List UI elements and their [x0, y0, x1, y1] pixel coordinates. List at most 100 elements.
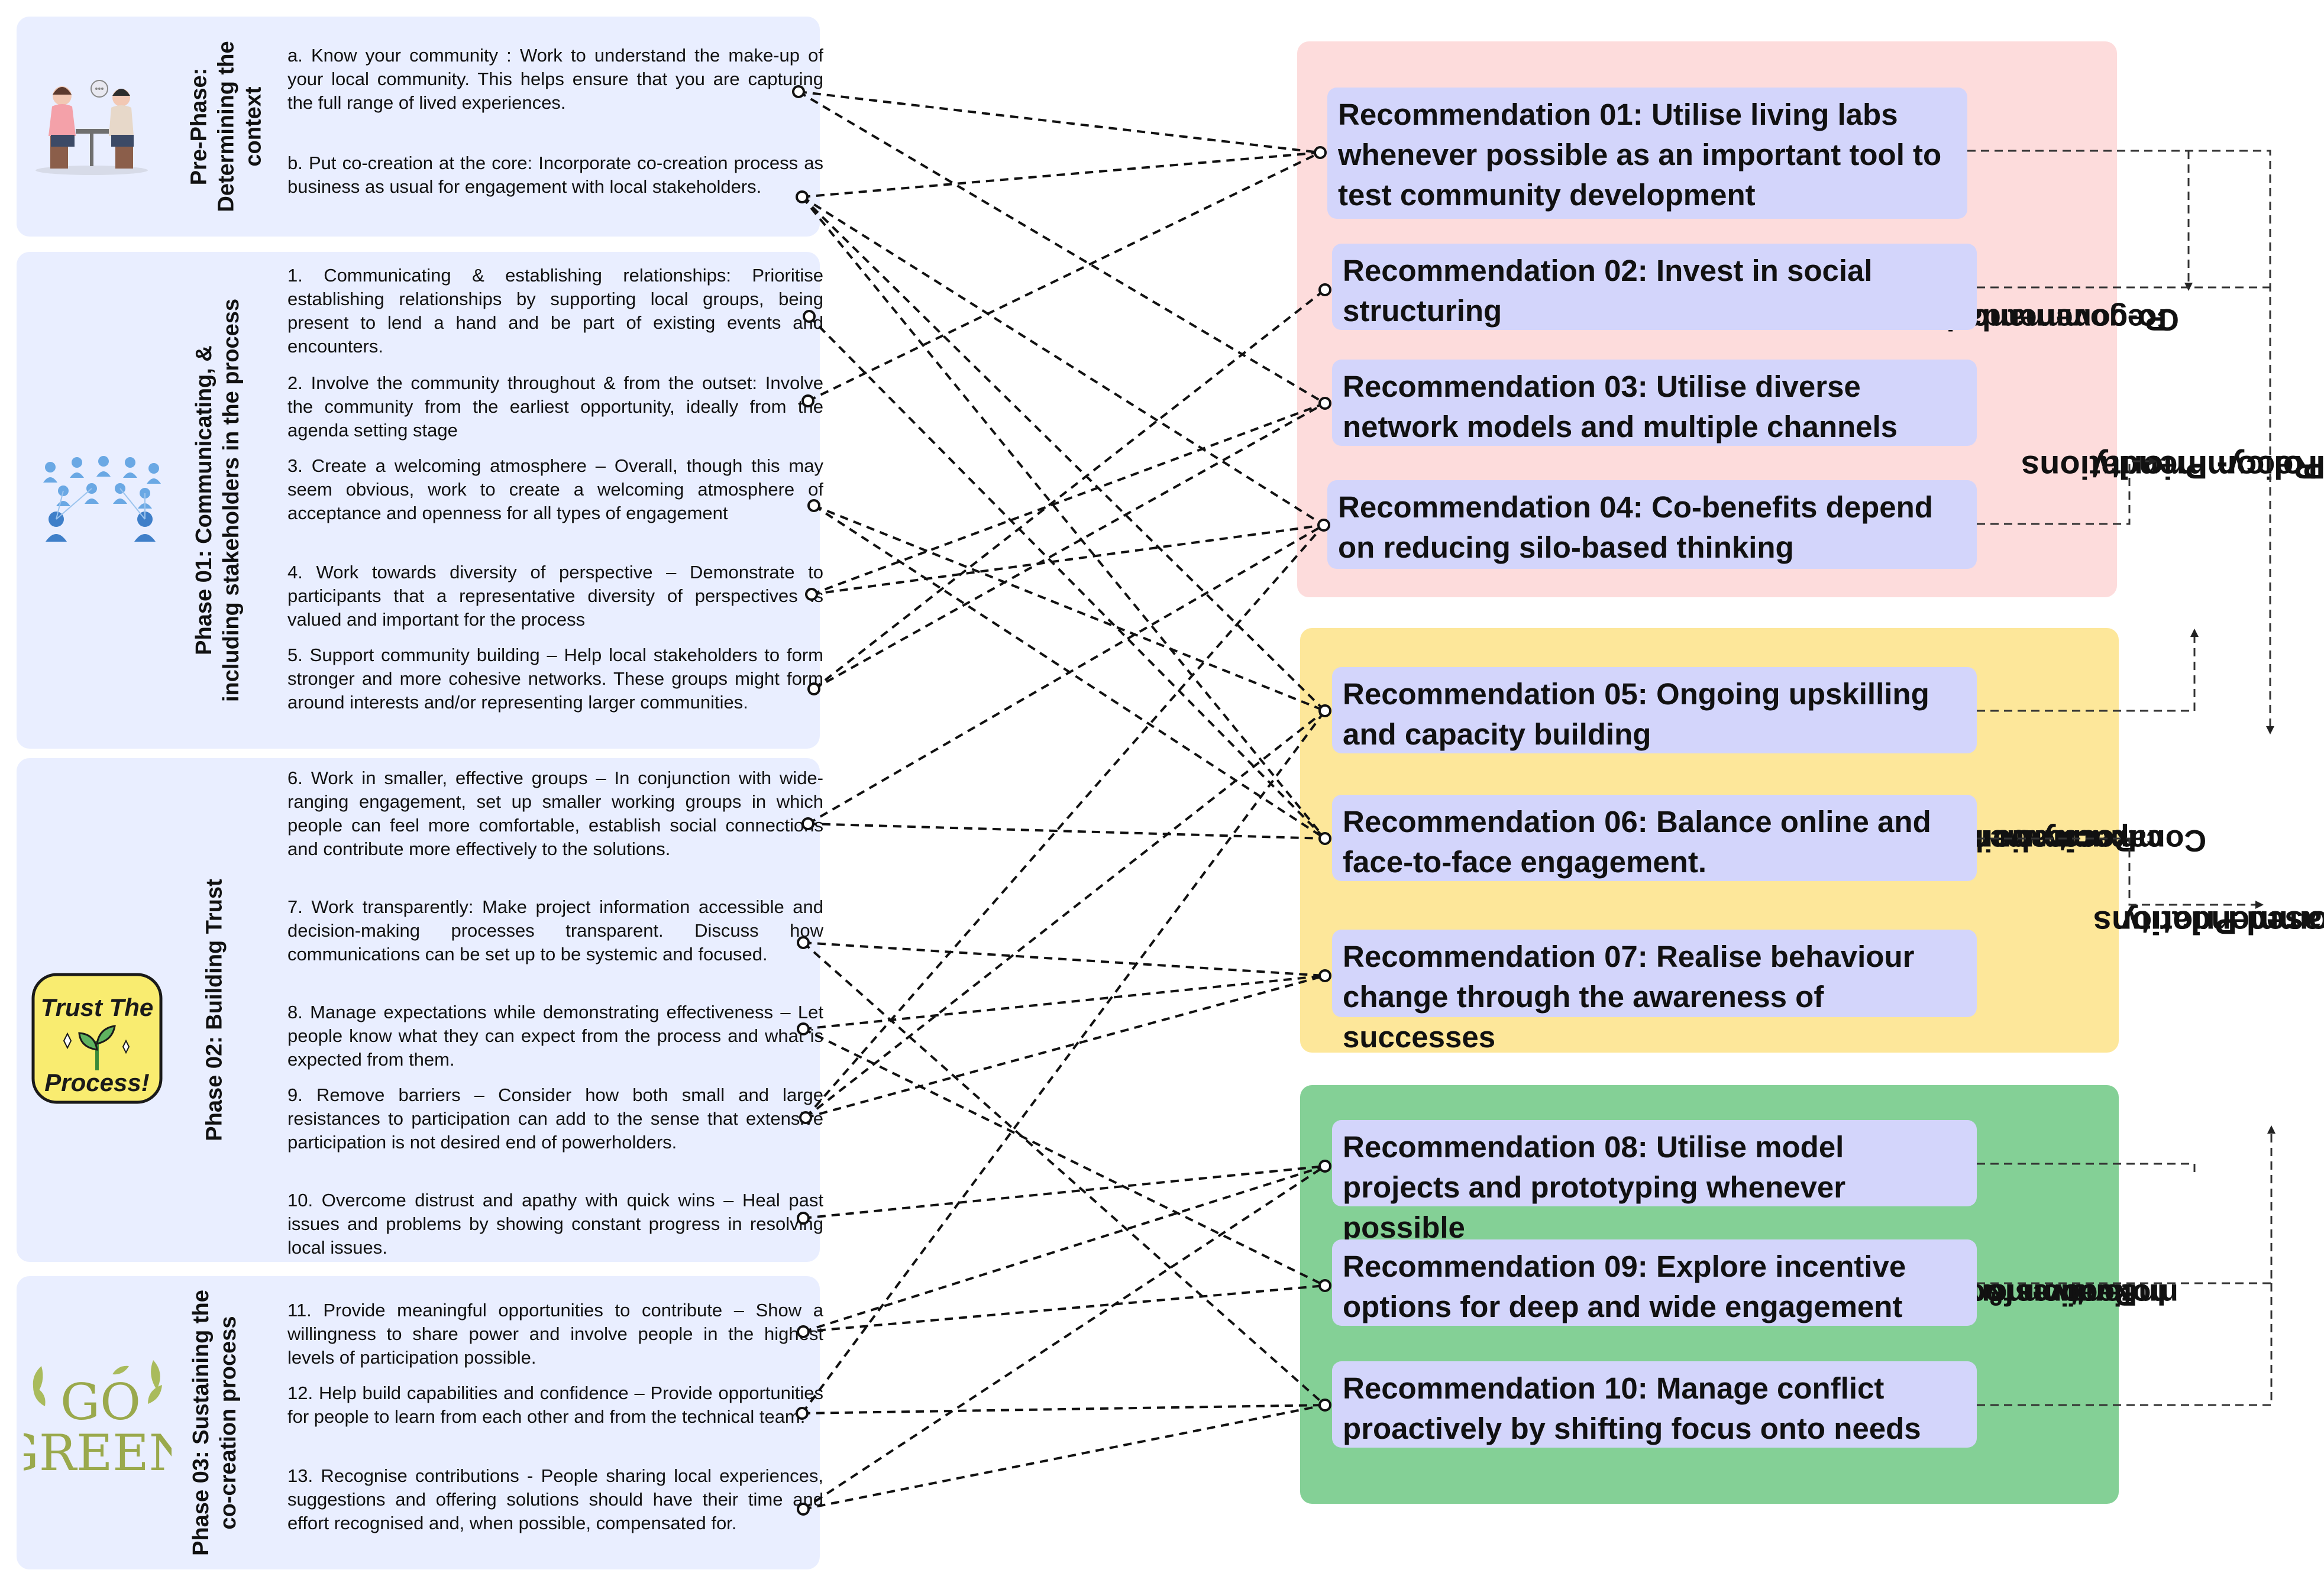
recommendation-07: Recommendation 07: Realise behaviour cha…: [1332, 930, 1977, 1054]
item-2: 2. Involve the community throughout & fr…: [287, 373, 823, 441]
connector-b-rec6: [801, 196, 1326, 840]
item-10: 10. Overcome distrust and apathy with qu…: [287, 1190, 823, 1258]
flow-rec06: [1977, 837, 2264, 909]
anchor-item-9: [799, 1111, 812, 1124]
item-4: 4. Work towards diversity of perspective…: [287, 562, 823, 630]
phase-panel-02: Phase 02: Building Trust 6. Work in smal…: [17, 758, 823, 1262]
connector-1-rec6: [808, 315, 1326, 840]
connector-13-rec8: [802, 1165, 1326, 1510]
connector-3-rec5: [813, 504, 1326, 712]
item-3: 3. Create a welcoming atmosphere – Overa…: [287, 455, 823, 523]
flow-rec09: [1977, 1125, 2275, 1284]
flow-rec01: [1967, 150, 2274, 734]
flow-rec05: [1977, 629, 2199, 712]
two-people-talking-illustration: [35, 80, 148, 175]
anchor-item-5: [807, 682, 820, 695]
anchor-rec-6: [1318, 832, 1331, 845]
connector-8-rec7: [803, 975, 1326, 1030]
item-8: 8. Manage expectations while demonstrati…: [287, 1002, 823, 1070]
anchor-item-a: [792, 85, 805, 98]
connector-11-rec9: [803, 1284, 1326, 1333]
connections: [797, 90, 1326, 1510]
anchor-rec-1: [1314, 146, 1327, 159]
item-7: 7. Work transparently: Make project info…: [287, 896, 823, 964]
recommendation-08: Recommendation 08: Utilise model project…: [1332, 1120, 1977, 1244]
item-5: 5. Support community building – Help loc…: [287, 645, 823, 713]
connector-b-rec1: [801, 151, 1321, 198]
recommendation-06: Recommendation 06: Balance online and fa…: [1332, 795, 1977, 881]
anchor-rec-2: [1318, 283, 1331, 296]
connector-12-rec5: [801, 710, 1326, 1415]
recommendation-02: Recommendation 02: Invest in social stru…: [1332, 244, 1977, 330]
anchor-item-10: [797, 1212, 810, 1225]
connector-4-rec3: [811, 402, 1326, 595]
anchor-rec-9: [1318, 1279, 1331, 1292]
flow-rec08: [1977, 1163, 2196, 1177]
connector-11-rec8: [803, 1165, 1326, 1333]
item-11: 11. Provide meaningful opportunities to …: [287, 1300, 823, 1368]
connector-8-rec9: [803, 1028, 1326, 1287]
connector-a-rec3: [797, 90, 1326, 404]
svg-text:GO: GO: [60, 1373, 141, 1431]
item-12: 12. Help build capabilities and confiden…: [287, 1383, 823, 1427]
connector-2-rec1: [807, 151, 1321, 402]
connector-9-rec4: [804, 524, 1325, 1119]
connector-5-rec3: [813, 402, 1326, 690]
item-13: 13. Recognise contributions - People sha…: [287, 1465, 823, 1533]
anchor-item-8: [797, 1022, 810, 1035]
connector-9-rec7: [805, 975, 1326, 1119]
recommendation-10: Recommendation 10: Manage conflict proac…: [1332, 1361, 1977, 1448]
anchor-rec-4: [1317, 519, 1330, 532]
svg-text:Process!: Process!: [44, 1069, 149, 1096]
anchor-rec-3: [1318, 397, 1331, 410]
anchor-item-2: [801, 394, 814, 407]
recommendation-04: Recommendation 04: Co-benefits depend on…: [1327, 480, 1977, 569]
svg-text:GREEN: GREEN: [24, 1424, 172, 1482]
trust-the-process-badge: Trust The Process!: [31, 973, 163, 1104]
connector-6-rec6: [807, 823, 1326, 840]
connector-5-rec2: [813, 289, 1326, 690]
connector-6-rec4: [807, 524, 1325, 825]
svg-text:Trust The: Trust The: [41, 993, 154, 1021]
item-1: 1. Communicating & establishing relation…: [287, 265, 823, 357]
recommendation-03: Recommendation 03: Utilise diverse netwo…: [1332, 360, 1977, 446]
item-a: a. Know your community : Work to underst…: [287, 45, 823, 113]
anchor-item-13: [797, 1503, 810, 1516]
anchor-rec-8: [1318, 1160, 1331, 1173]
anchor-rec-7: [1318, 969, 1331, 982]
anchor-item-1: [803, 310, 816, 323]
connector-13-rec10: [803, 1404, 1326, 1510]
anchor-item-3: [807, 499, 820, 512]
item-b: b. Put co-creation at the core: Incorpor…: [287, 153, 823, 197]
connector-9-rec5: [804, 710, 1326, 1119]
recommendation-05: Recommendation 05: Ongoing upskilling an…: [1332, 667, 1977, 753]
flow-rec04: [1977, 457, 2157, 525]
connector-b-rec4: [801, 196, 1325, 526]
anchor-rec-10: [1318, 1399, 1331, 1412]
item-9: 9. Remove barriers – Consider how both s…: [287, 1085, 823, 1153]
anchor-item-7: [797, 936, 810, 949]
item-6: 6. Work in smaller, effective groups – I…: [287, 768, 823, 859]
recommendation-09: Recommendation 09: Explore incentive opt…: [1332, 1239, 1977, 1326]
connector-7-rec7: [803, 941, 1326, 977]
phase-panel-01: Phase 01: Communicating, &including stak…: [17, 252, 823, 749]
connector-12-rec10: [801, 1404, 1326, 1415]
connector-4-rec4: [811, 524, 1324, 595]
anchor-item-11: [797, 1325, 810, 1338]
go-green-illustration: GO GREEN: [24, 1360, 172, 1482]
connector-10-rec8: [803, 1165, 1326, 1219]
connector-b-rec5: [801, 196, 1326, 712]
anchor-rec-5: [1318, 704, 1331, 717]
anchor-item-4: [805, 588, 818, 601]
connector-a-rec1: [798, 90, 1321, 154]
people-network-icon: [43, 456, 161, 542]
flow-rec10: [1977, 1283, 2273, 1406]
anchor-item-b: [796, 190, 809, 203]
recommendation-01: Recommendation 01: Utilise living labs w…: [1327, 88, 1967, 219]
anchor-item-6: [801, 817, 814, 830]
anchor-item-12: [796, 1407, 809, 1420]
person-icon: [43, 462, 57, 483]
